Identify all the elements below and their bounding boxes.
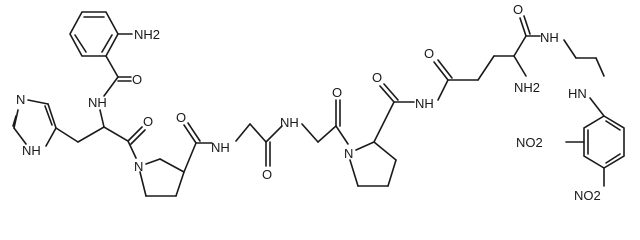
bond-co-n-pro1 [127,140,137,159]
proline-ring-2 [349,141,397,187]
label-o-pro2: O [372,70,382,85]
bond-gly2-n-pro2 [335,125,349,145]
bond-glu-co-side [437,79,449,101]
bond-co-o-b [130,129,146,145]
label-n-imidazole: N [16,92,25,107]
label-nh-amide: NH [88,95,107,110]
bond-glu-ch2-2 [477,55,495,81]
label-no2-para: NO2 [574,188,601,203]
bond-linker-hn [595,57,605,77]
bond-co-o-a [127,126,143,142]
bond-nh-alpha-his [99,109,105,128]
bond-glu-o-main-a [519,17,527,37]
label-o-his: O [143,114,153,129]
label-o-gly1: O [262,167,272,182]
label-nh-gly1: NH [211,140,230,155]
label-no2-ortho: NO2 [516,135,543,150]
bond-pro1-o-b [187,122,201,142]
bond-glu-o-main-b [523,15,531,35]
label-nh-linker: NH [540,30,559,45]
bond-gly1-nh [265,125,283,143]
label-o-gly2: O [332,85,342,100]
chemical-structure-diagram: NH2 O NH N NH O N O NH O [12,2,625,203]
bond-carbonyl-nh [103,76,119,97]
label-nh2-glu: NH2 [514,80,540,95]
bond-glu-co-main [513,35,527,57]
bond-gly2-ch2 [301,123,319,143]
molecule-drawing: NH2 O NH N NH O N O NH O [12,2,625,203]
bond-glu-o-side-b [437,59,453,79]
dinitrophenyl-ring [583,115,625,169]
bond-gly2-co [317,125,337,143]
label-n-pro2: N [344,146,353,161]
imidazole-ring [12,99,57,147]
label-nh-gly2: NH [280,115,299,130]
label-o-pro1: O [176,110,186,125]
label-o1: O [132,72,142,87]
bond-glu-nh2 [513,55,527,77]
label-n-pro1: N [134,159,143,174]
bond-pro2-o-b [383,83,399,101]
bond-pro1-co [183,142,197,173]
bond-ring-carbonyl [105,55,119,78]
bond-glu-o-side-a [433,61,449,81]
label-o-glu-side: O [424,46,434,61]
bond-hn-ring [589,97,605,117]
bond-ch2-imidazole [55,127,79,143]
bond-gly1-co [249,123,267,143]
label-o-glu-main: O [513,2,523,17]
label-hn-aniline: HN [568,86,587,101]
bond-pro2-o-a [379,85,395,103]
label-nh-imidazole: NH [22,143,41,158]
proline-ring-1 [139,158,185,197]
bond-pro2-co [373,101,395,143]
anthranil-benzene-ring [69,11,119,57]
label-nh-glu: NH [415,96,434,111]
bond-gly1-ch2 [235,123,251,142]
bond-alpha-his-ch2 [77,126,105,143]
bond-linker-ch2-1 [563,39,577,59]
bond-alpha-his-co [103,126,129,142]
bond-pro1-o-a [183,124,197,144]
label-nh2-anthranil: NH2 [134,27,160,42]
